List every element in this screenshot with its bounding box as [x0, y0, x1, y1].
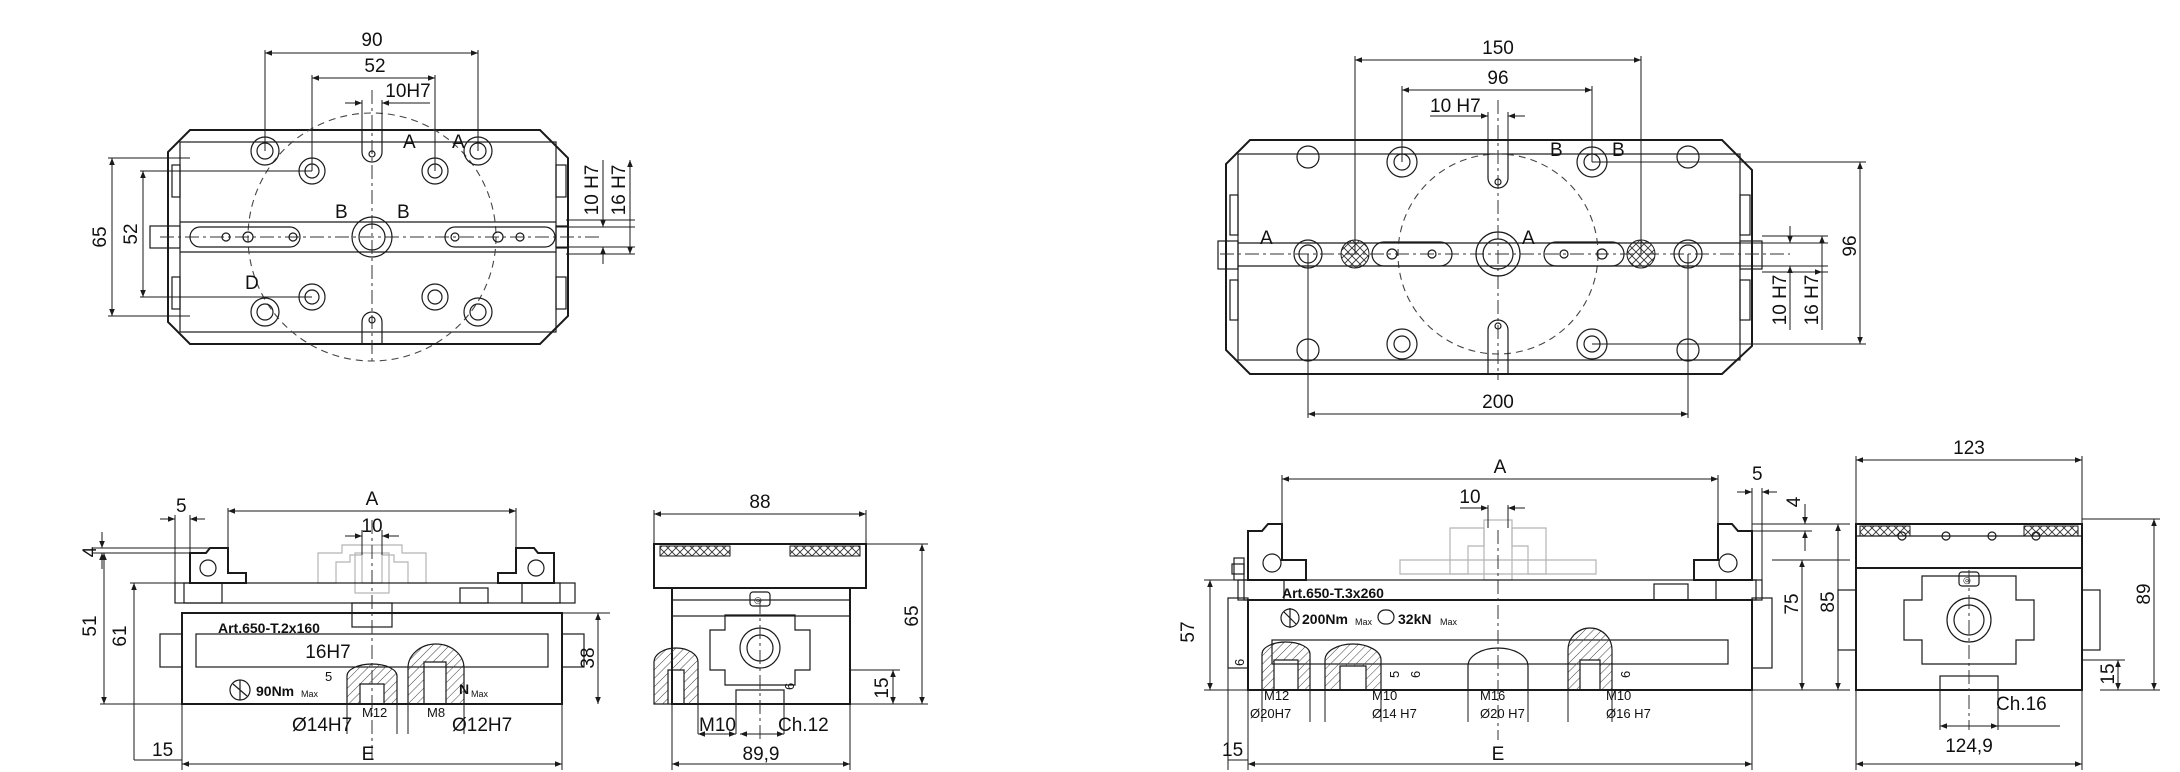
- dim-10h7-vertical-right: 10 H7: [1770, 275, 1791, 326]
- left-front-view: Art.650-T.2x160 16H7 90Nm Max 5 M12 M8 N…: [80, 489, 610, 770]
- dim-4: 4: [80, 546, 101, 557]
- dim-52-side: 52: [121, 223, 142, 244]
- bore-d12h7: Ø12H7: [452, 715, 512, 736]
- right-front-logo: [1231, 563, 1245, 575]
- dim-150: 150: [1482, 38, 1514, 59]
- section-b-2: B: [397, 202, 410, 223]
- bore-d14h7: Ø14H7: [292, 715, 352, 736]
- dim-10h7-right: 10 H7: [1430, 96, 1481, 117]
- dim-88: 88: [749, 492, 770, 513]
- dim-96-side: 96: [1840, 235, 1861, 256]
- section-b-1: B: [335, 202, 348, 223]
- right-front-view: Art.650-T.3x260 200Nm Max 32kN Max M12 M…: [1178, 457, 1850, 770]
- right-torque-max: Max: [1355, 617, 1373, 627]
- dim-51: 51: [80, 615, 101, 636]
- dim-89-9: 89,9: [743, 744, 780, 765]
- left-side-view: ◎ 88 65 15 6 M10 Ch.12 89,9: [653, 492, 928, 770]
- dim-15: 15: [152, 740, 173, 761]
- right-top-view: 150 96 10 H7 B B A A 96 10 H7 16 H7 200: [1217, 38, 1866, 418]
- right-section-a-2: A: [1522, 228, 1535, 249]
- right-side-dim-15: 15: [2098, 663, 2119, 684]
- right-torque-value: 200Nm: [1302, 611, 1348, 627]
- dim-5-small: 5: [325, 669, 332, 684]
- right-dim-89: 89: [2134, 583, 2155, 604]
- right-force-max: Max: [1440, 617, 1458, 627]
- dim-10h7-vertical: 10 H7: [582, 165, 603, 216]
- right-dim-123: 123: [1953, 438, 1985, 459]
- right-side-logo: ◎: [1963, 575, 1971, 585]
- ch16: Ch.16: [1996, 694, 2047, 715]
- dim-6-side: 6: [782, 683, 797, 690]
- right-dim-e: E: [1492, 744, 1505, 765]
- right-top-body-outline: [1225, 139, 1753, 375]
- dim-15-side: 15: [872, 677, 893, 698]
- right-dim-75: 75: [1782, 593, 1803, 614]
- right-force-value: 32kN: [1398, 611, 1431, 627]
- dim-38: 38: [578, 647, 599, 668]
- dim-10: 10: [361, 516, 382, 537]
- slot-16h7: 16H7: [305, 642, 350, 663]
- dim-5: 5: [176, 496, 187, 517]
- right-section-a-1: A: [1260, 228, 1273, 249]
- right-thread-m10-a: M10: [1372, 688, 1397, 703]
- thread-m10-side: M10: [699, 715, 736, 736]
- dim-16h7-vertical: 16 H7: [609, 165, 630, 216]
- right-dim-85: 85: [1818, 591, 1839, 612]
- right-side-view: ◎ 123 89 15 Ch.16 124,9: [1837, 438, 2160, 770]
- section-a-1: A: [403, 132, 416, 153]
- right-section-b-2: B: [1612, 140, 1625, 161]
- left-side-logo: ◎: [754, 595, 762, 605]
- dim-52-top: 52: [364, 56, 385, 77]
- dim-e: E: [362, 744, 375, 765]
- right-dim-5-small: 5: [1387, 671, 1402, 678]
- right-section-b-1: B: [1550, 140, 1563, 161]
- right-bore-d16h7: Ø16 H7: [1606, 706, 1651, 721]
- left-top-view: 90 52 10H7 A A B B D 65 52 10 H7 16 H7: [90, 30, 635, 365]
- force-label: N: [459, 681, 469, 697]
- dim-65-side: 65: [902, 605, 923, 626]
- right-dim-57: 57: [1178, 621, 1199, 642]
- right-dim-15: 15: [1222, 740, 1243, 761]
- dim-90: 90: [361, 30, 382, 51]
- right-dim-10: 10: [1459, 487, 1480, 508]
- section-d: D: [245, 273, 259, 294]
- dim-16h7-vertical-right: 16 H7: [1802, 275, 1823, 326]
- right-bore-d14h7: Ø14 H7: [1372, 706, 1417, 721]
- right-bore-d20h7-a: Ø20H7: [1250, 706, 1291, 721]
- right-thread-m16: M16: [1480, 688, 1505, 703]
- right-art-number: Art.650-T.3x260: [1282, 585, 1384, 601]
- torque-max: Max: [301, 689, 319, 699]
- left-art-number: Art.650-T.2x160: [218, 620, 320, 636]
- dim-a: A: [366, 489, 379, 510]
- thread-m12: M12: [362, 705, 387, 720]
- right-dim-a: A: [1494, 457, 1507, 478]
- left-top-body-outline: [167, 129, 569, 345]
- right-dim-6-b: 6: [1408, 671, 1423, 678]
- right-dim-5: 5: [1752, 464, 1763, 485]
- dim-10h7: 10H7: [385, 81, 430, 102]
- dim-65: 65: [90, 226, 111, 247]
- torque-value: 90Nm: [256, 683, 294, 699]
- left-front-ghost-jaws: [317, 544, 427, 584]
- right-thread-m12: M12: [1264, 688, 1289, 703]
- dim-96-top: 96: [1487, 68, 1508, 89]
- ch12: Ch.12: [778, 715, 829, 736]
- right-bore-d20h7-b: Ø20 H7: [1480, 706, 1525, 721]
- right-thread-m10-b: M10: [1606, 688, 1631, 703]
- right-dim-124-9: 124,9: [1945, 736, 1993, 757]
- right-dim-6-c: 6: [1618, 671, 1633, 678]
- thread-m8: M8: [427, 705, 445, 720]
- right-dim-6-a: 6: [1232, 659, 1247, 666]
- right-dim-4: 4: [1784, 496, 1805, 507]
- force-max: Max: [471, 689, 489, 699]
- dim-200: 200: [1482, 392, 1514, 413]
- dim-61: 61: [110, 625, 131, 646]
- section-a-2: A: [452, 132, 465, 153]
